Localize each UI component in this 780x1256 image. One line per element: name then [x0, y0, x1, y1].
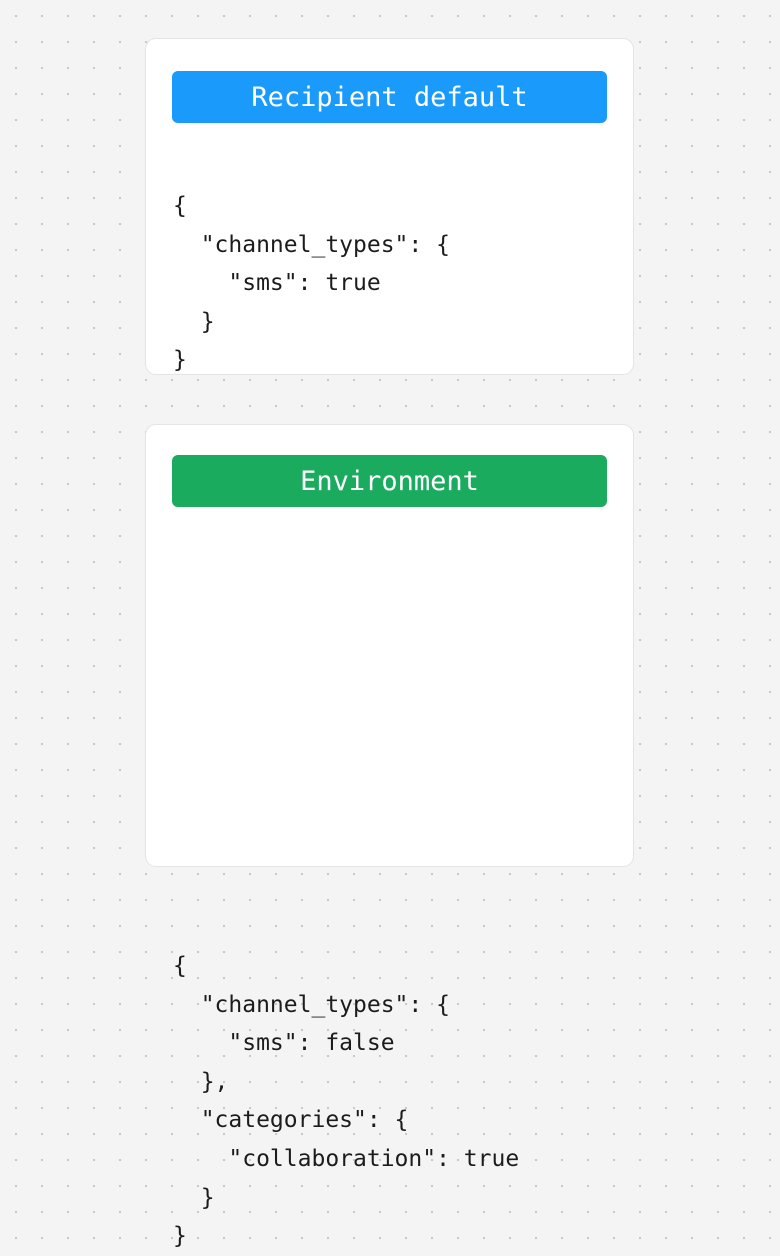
- code-block-recipient-default: { "channel_types": { "sms": true } }: [173, 193, 450, 374]
- card-environment[interactable]: Environment { "channel_types": { "sms": …: [145, 424, 634, 1249]
- diagram-canvas: Recipient default { "channel_types": { "…: [145, 38, 634, 1249]
- card-title-environment: Environment: [300, 465, 479, 497]
- card-recipient-default[interactable]: Recipient default { "channel_types": { "…: [145, 38, 634, 375]
- card-header-environment[interactable]: Environment: [172, 455, 607, 507]
- code-block-environment: { "channel_types": { "sms": false }, "ca…: [173, 953, 520, 1250]
- card-header-recipient-default[interactable]: Recipient default: [172, 71, 607, 123]
- card-title-recipient-default: Recipient default: [251, 81, 528, 113]
